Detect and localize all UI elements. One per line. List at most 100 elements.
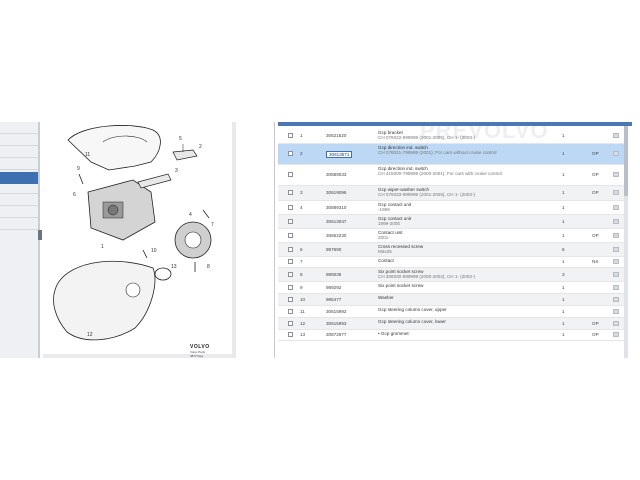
part-quantity: 1 <box>562 297 565 302</box>
nav-divider <box>38 122 40 358</box>
callout-10: 10 <box>151 248 157 254</box>
row-checkbox[interactable] <box>288 219 293 224</box>
add-to-cart-icon[interactable] <box>613 219 619 224</box>
part-subtitle: -1999 <box>378 207 390 213</box>
part-description: Washer <box>378 295 558 300</box>
row-checkbox[interactable] <box>288 321 293 326</box>
part-title: Contact unit <box>378 230 403 235</box>
row-checkbox[interactable] <box>288 133 293 138</box>
part-note: OP <box>592 332 599 337</box>
callout-13: 13 <box>171 264 177 270</box>
nav-item[interactable] <box>0 229 40 230</box>
nav-item-active[interactable] <box>0 172 40 184</box>
add-to-cart-icon[interactable] <box>613 272 619 277</box>
add-to-cart-icon[interactable] <box>613 172 619 177</box>
row-checkbox[interactable] <box>288 272 293 277</box>
add-to-cart-icon[interactable] <box>613 151 619 156</box>
row-checkbox[interactable] <box>288 297 293 302</box>
part-quantity: 3 <box>562 272 565 277</box>
add-to-cart-icon[interactable] <box>613 205 619 210</box>
part-number[interactable]: 30613571 <box>326 151 353 159</box>
part-title: Cross recessed screw <box>378 244 424 249</box>
add-to-cart-icon[interactable] <box>613 247 619 252</box>
row-checkbox[interactable] <box>288 309 293 314</box>
collapse-handle[interactable] <box>38 230 42 240</box>
row-checkbox[interactable] <box>288 259 293 264</box>
part-title: Gcp wiper-washer switch <box>378 187 430 192</box>
add-to-cart-icon[interactable] <box>613 190 619 195</box>
callout-8: 8 <box>207 264 210 270</box>
add-to-cart-icon[interactable] <box>613 259 619 264</box>
add-to-cart-icon[interactable] <box>613 321 619 326</box>
part-subtitle: 2001- <box>378 235 390 241</box>
part-note: NS <box>592 259 599 264</box>
part-position: 9 <box>300 285 303 290</box>
row-checkbox[interactable] <box>288 247 293 252</box>
nav-item[interactable] <box>0 217 40 218</box>
nav-item[interactable] <box>0 145 40 146</box>
add-to-cart-icon[interactable] <box>613 297 619 302</box>
part-title: Gcp contact unit <box>378 202 412 207</box>
part-note: OP <box>592 172 599 177</box>
part-title: • Gcp grommet <box>378 331 409 336</box>
nav-item[interactable] <box>0 169 40 170</box>
part-description: Six point socket screw <box>378 283 558 288</box>
nav-item[interactable] <box>0 133 40 134</box>
part-title: Gcp direction ind. switch <box>378 145 428 150</box>
add-to-cart-icon[interactable] <box>613 133 619 138</box>
diagram-vertical-scrollbar[interactable] <box>232 122 236 358</box>
callout-1: 1 <box>101 244 104 250</box>
row-checkbox[interactable] <box>288 190 293 195</box>
parts-scrollbar-thumb[interactable] <box>624 126 628 196</box>
part-description: Gcp contact unit-1999 <box>378 202 558 212</box>
exploded-diagram: 11 5 2 9 3 6 4 7 1 10 8 13 12 <box>43 122 233 358</box>
row-checkbox[interactable] <box>288 151 293 156</box>
add-to-cart-icon[interactable] <box>613 309 619 314</box>
diagram-horizontal-scrollbar[interactable] <box>43 354 233 358</box>
add-to-cart-icon[interactable] <box>613 285 619 290</box>
part-title: Gcp steering column cover, upper <box>378 307 447 312</box>
parts-header-bar <box>278 122 632 126</box>
part-subtitle: 1999-2000 <box>378 221 400 227</box>
panel-divider <box>274 122 275 358</box>
part-position: 7 <box>300 259 303 264</box>
row-checkbox[interactable] <box>288 332 293 337</box>
row-checkbox[interactable] <box>288 205 293 210</box>
nav-item[interactable] <box>0 205 40 206</box>
parts-scrollbar[interactable] <box>624 126 628 358</box>
nav-item[interactable] <box>0 157 40 158</box>
part-note: OP <box>592 233 599 238</box>
part-note: OP <box>592 321 599 326</box>
add-to-cart-icon[interactable] <box>613 233 619 238</box>
part-quantity: 1 <box>562 321 565 326</box>
part-number: 997690 <box>326 247 342 252</box>
row-checkbox[interactable] <box>288 233 293 238</box>
add-to-cart-icon[interactable] <box>613 332 619 337</box>
callout-9: 9 <box>77 166 80 172</box>
callout-3: 3 <box>175 168 178 174</box>
nav-item[interactable] <box>0 193 40 194</box>
part-number: 30621520 <box>326 133 347 138</box>
row-checkbox[interactable] <box>288 285 293 290</box>
row-checkbox[interactable] <box>288 172 293 177</box>
callout-7: 7 <box>211 222 214 228</box>
part-position: 2 <box>300 151 303 156</box>
